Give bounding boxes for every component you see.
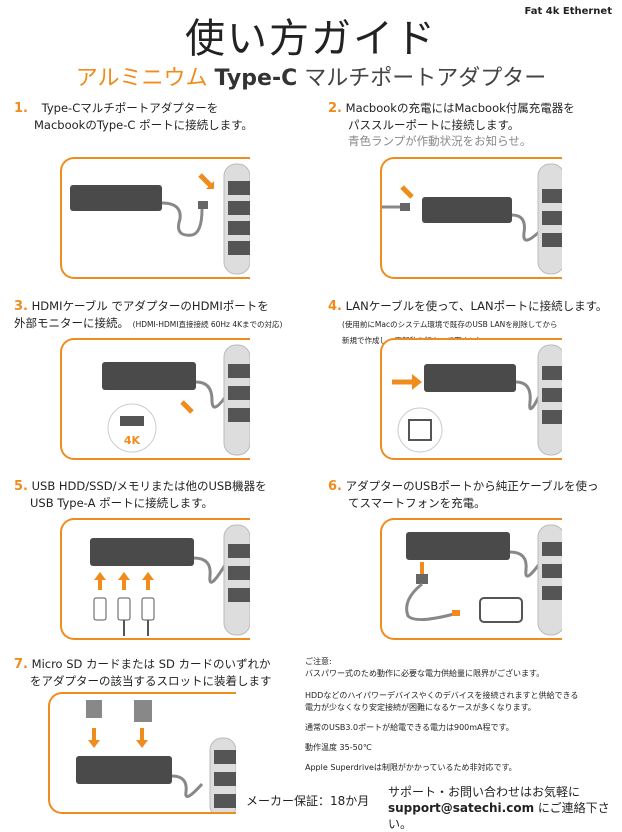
subtitle-part3: マルチポートアダプター <box>304 66 547 91</box>
adapter-body <box>424 364 516 392</box>
step-6-diagram <box>405 524 562 636</box>
hdmi-4k-label: 4K <box>124 434 141 447</box>
macbook-side <box>537 524 562 636</box>
step-5-diagram <box>90 524 250 636</box>
adapter-body <box>76 756 172 784</box>
step-5-illustration <box>60 518 250 640</box>
hdmi-icon <box>120 416 144 426</box>
adapter-cable <box>161 201 204 237</box>
sd-card-icon <box>134 700 152 722</box>
macbook-side <box>223 163 250 275</box>
step-1-diagram <box>70 163 250 275</box>
step-7-diagram <box>76 700 236 812</box>
step-3-diagram: 4K <box>102 344 250 456</box>
step-5-text: 5. USB HDD/SSD/メモリまたは他のUSB機器を USB Type-A… <box>14 479 267 510</box>
usb-plug-icon <box>141 597 155 621</box>
step-7-illustration <box>48 692 236 814</box>
step-1-text: 1. Type-Cマルチポートアダプターを MacbookのType-C ポート… <box>14 101 253 132</box>
step-3-text: 3. HDMIケーブル でアダプターのHDMIポートを 外部モニターに接続。 (… <box>14 299 283 330</box>
subtitle-part1: アルミニウム <box>75 66 208 91</box>
usb-c-plug <box>198 201 208 209</box>
caution-line: 動作温度 35-50℃ <box>305 743 372 752</box>
step-3-illustration: 4K <box>60 338 250 460</box>
usb-stick-icon <box>93 597 107 621</box>
caution-line: 電力が少なくなり安定接続が困難になるケースが多くなります。 <box>305 703 536 712</box>
step-7-text: 7. Micro SD カードまたは SD カードのいずれか をアダプターの該当… <box>14 657 272 688</box>
smartphone-icon <box>479 597 523 623</box>
page-title: 使い方ガイド <box>185 16 437 62</box>
step-6-text: 6. アダプターのUSBポートから純正ケーブルを使っ てスマートフォンを充電。 <box>328 479 599 510</box>
insert-arrow-icon <box>180 400 194 414</box>
warranty-text: メーカー保証：18か月 <box>246 794 370 808</box>
adapter-body <box>90 538 194 566</box>
caution-line: Apple Superdriveは制限がかかっているため非対応です。 <box>305 763 517 772</box>
charger-plug <box>400 203 410 211</box>
step-2-text: 2. Macbookの充電にはMacbook付属充電器を パススルーポートに接続… <box>328 101 575 148</box>
support-email-link[interactable]: support@satechi.com <box>388 801 535 815</box>
caution-line: 通常のUSB3.0ポートが給電できる電力は900mA程です。 <box>305 723 514 732</box>
caution-line: バスパワー式のため動作に必要な電力供給量に限界がございます。 <box>305 669 545 678</box>
support-text: サポート・お問い合わせはお気軽に support@satechi.com にご連… <box>388 785 610 831</box>
step-1-illustration <box>60 157 250 279</box>
brand-label: Fat 4k Ethernet <box>524 6 612 17</box>
step-4-diagram <box>392 344 562 456</box>
caution-line: HDDなどのハイパワーデバイスやくのデバイスを接続されますと供給できる <box>305 691 579 700</box>
step-2-diagram <box>382 163 562 275</box>
caution-notes: ご注意: バスパワー式のため動作に必要な電力供給量に限界がございます。 HDDな… <box>305 656 605 774</box>
phone-cable <box>405 582 455 621</box>
adapter-body <box>70 185 162 211</box>
adapter-body <box>406 532 510 560</box>
usb-plug-icon <box>117 597 131 621</box>
adapter-body <box>422 197 512 223</box>
step-6-illustration <box>380 518 562 640</box>
product-subtitle: アルミニウム Type-C マルチポートアダプター <box>0 60 622 92</box>
adapter-body <box>102 362 196 390</box>
micro-sd-card-icon <box>86 700 102 718</box>
insert-arrow-icon <box>400 185 414 199</box>
caution-heading: ご注意: <box>305 657 332 666</box>
subtitle-part2: Type-C <box>214 66 298 91</box>
step-2-illustration <box>380 157 562 279</box>
ethernet-icon <box>408 419 432 441</box>
step-4-illustration <box>380 338 562 460</box>
